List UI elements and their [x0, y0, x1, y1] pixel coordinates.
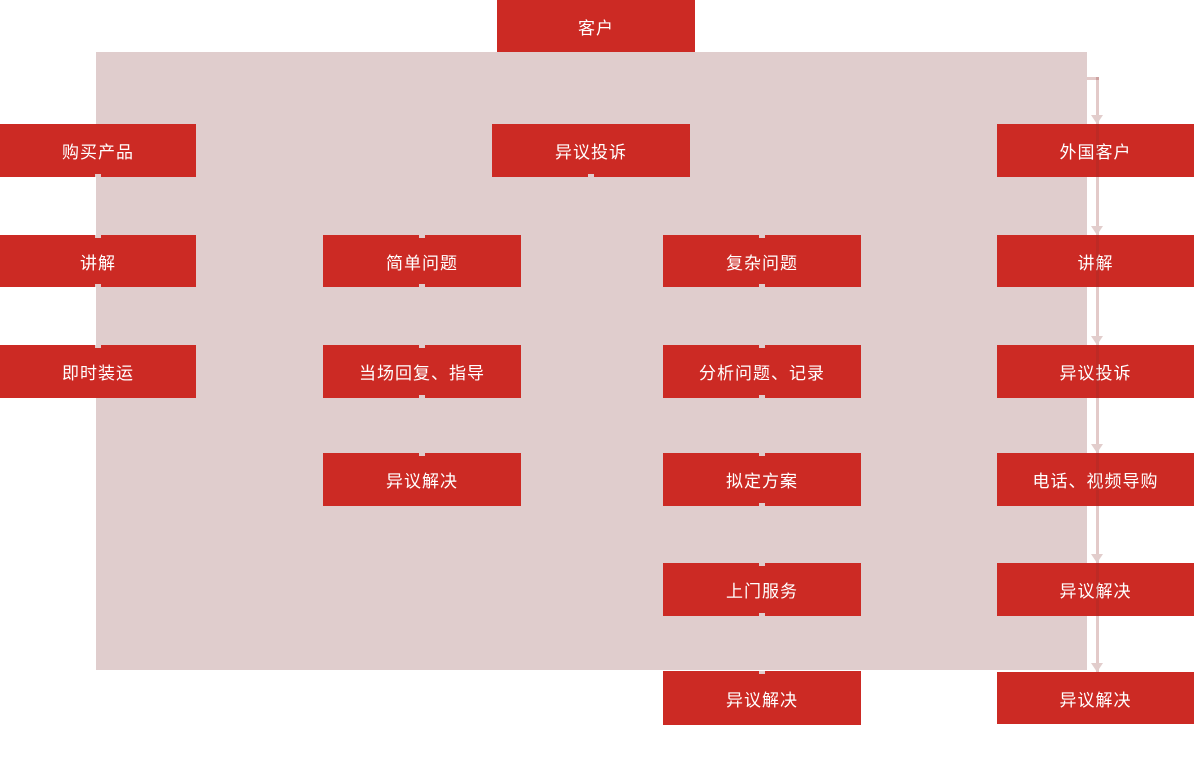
flow-node-phone-video-guide: 电话、视频导购: [997, 453, 1194, 506]
flow-node-objection-resolved-bottom-right: 异议解决: [997, 672, 1194, 724]
connector-stub: [95, 235, 101, 238]
flow-node-explain-left: 讲解: [0, 235, 196, 287]
arrow-down-icon: [1091, 226, 1103, 235]
flow-node-objection-resolved-right: 异议解决: [997, 563, 1194, 616]
flow-node-complex-question: 复杂问题: [663, 235, 861, 287]
connector-stub: [95, 174, 101, 177]
connector-stub: [419, 453, 425, 456]
connector-line-vertical: [1096, 77, 1099, 672]
connector-stub: [588, 174, 594, 177]
flow-node-instant-shipment: 即时装运: [0, 345, 196, 398]
connector-stub: [759, 345, 765, 348]
connector-stub: [759, 453, 765, 456]
flow-node-objection-complaint: 异议投诉: [492, 124, 690, 177]
flow-node-simple-question: 简单问题: [323, 235, 521, 287]
flow-node-objection-complaint-right: 异议投诉: [997, 345, 1194, 398]
arrow-down-icon: [1091, 663, 1103, 672]
flow-node-onsite-reply-guidance: 当场回复、指导: [323, 345, 521, 398]
arrow-down-icon: [1091, 336, 1103, 345]
flow-node-objection-resolved: 异议解决: [323, 453, 521, 506]
connector-stub: [759, 613, 765, 616]
flow-node-door-service: 上门服务: [663, 563, 861, 616]
arrow-down-icon: [1091, 444, 1103, 453]
flow-node-foreign-customer: 外国客户: [997, 124, 1194, 177]
connector-stub: [759, 563, 765, 566]
connector-stub: [759, 395, 765, 398]
flow-node-buy-product: 购买产品: [0, 124, 196, 177]
connector-stub: [419, 284, 425, 287]
arrow-down-icon: [1091, 554, 1103, 563]
flow-node-draft-plan: 拟定方案: [663, 453, 861, 506]
connector-stub: [419, 235, 425, 238]
flow-node-objection-resolved-bottom: 异议解决: [663, 671, 861, 725]
connector-stub: [759, 284, 765, 287]
connector-stub: [95, 345, 101, 348]
connector-line-horizontal: [1087, 77, 1099, 80]
connector-stub: [759, 235, 765, 238]
flow-node-customer: 客户: [497, 0, 695, 52]
flow-node-analyze-record: 分析问题、记录: [663, 345, 861, 398]
connector-stub: [759, 671, 765, 674]
connector-stub: [759, 503, 765, 506]
connector-stub: [419, 345, 425, 348]
connector-stub: [95, 284, 101, 287]
arrow-down-icon: [1091, 115, 1103, 124]
flow-node-explain-right: 讲解: [997, 235, 1194, 287]
connector-stub: [419, 395, 425, 398]
